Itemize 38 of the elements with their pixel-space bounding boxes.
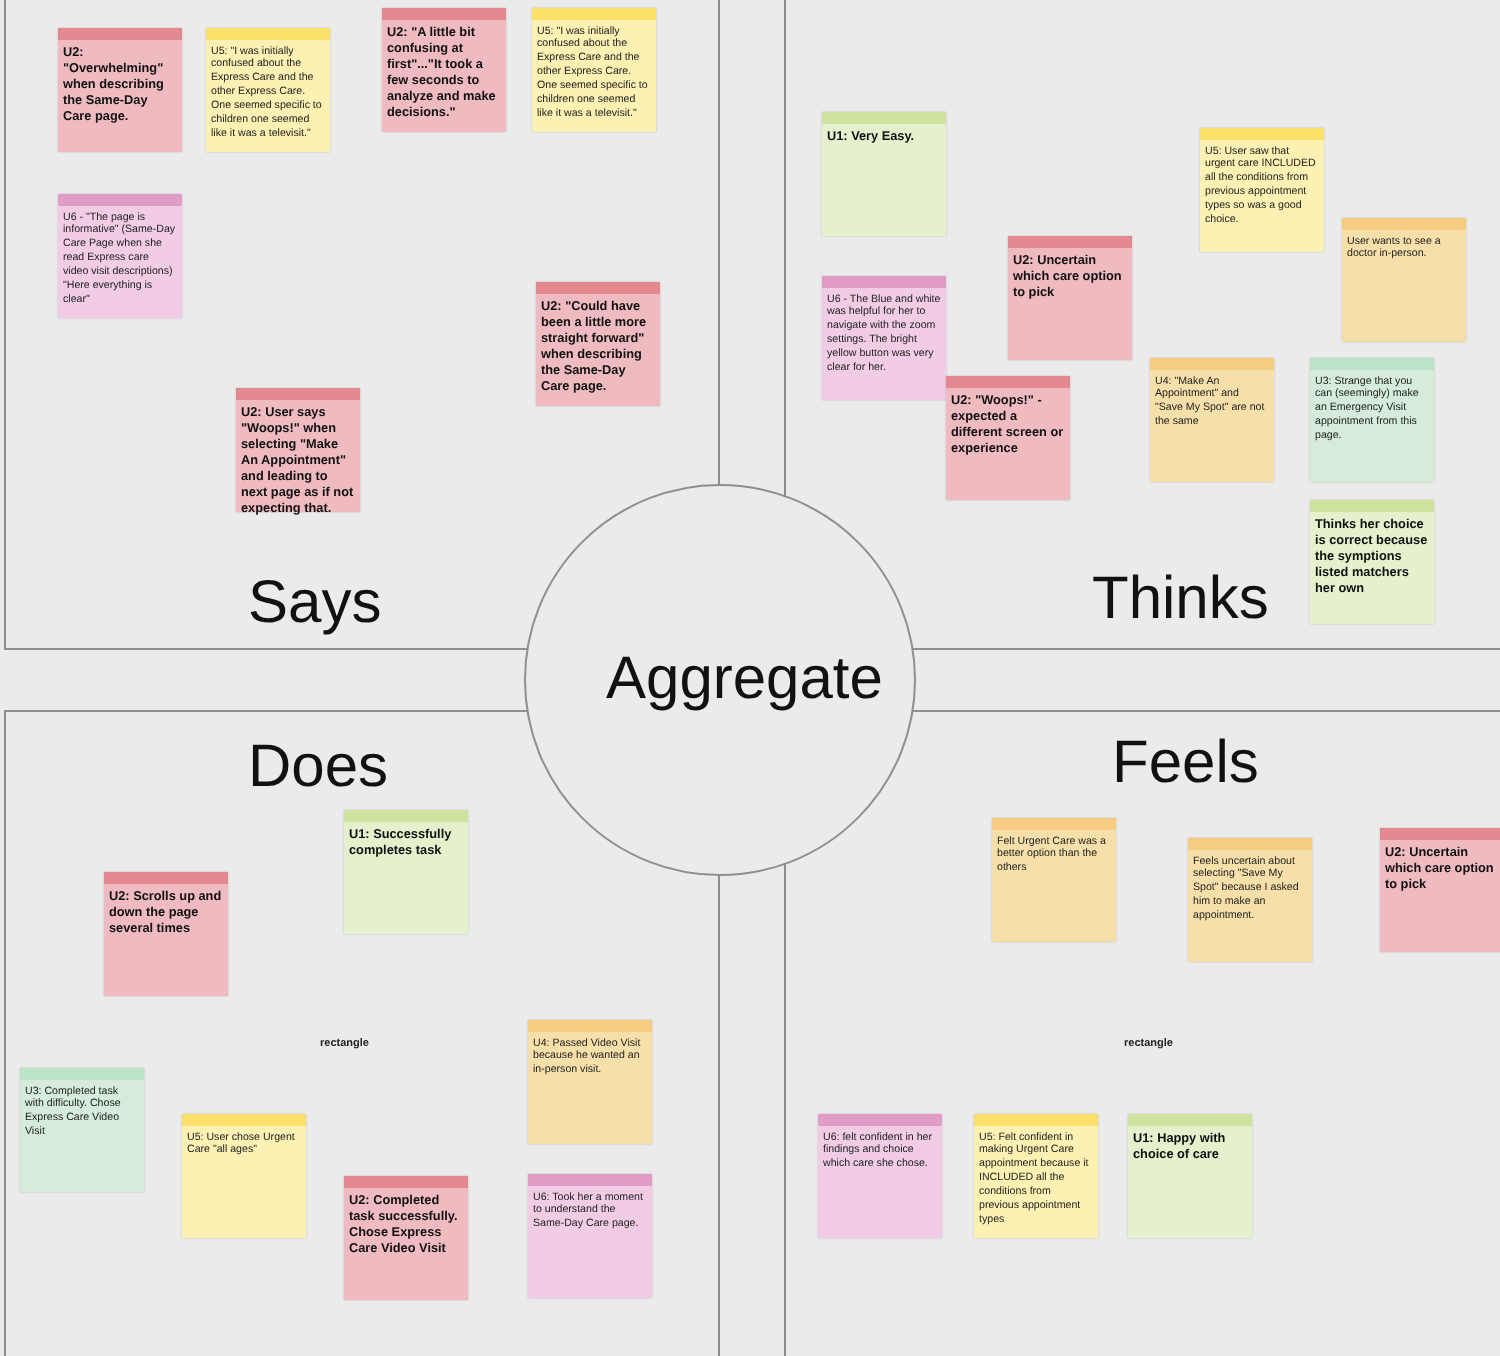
sticky-note bbox=[343, 809, 467, 933]
sticky-note bbox=[821, 111, 945, 235]
sticky-note bbox=[535, 281, 659, 405]
sticky-note bbox=[235, 387, 359, 511]
sticky-note bbox=[1187, 837, 1311, 961]
sticky-note bbox=[1007, 235, 1131, 359]
sticky-note bbox=[527, 1173, 651, 1297]
sticky-note bbox=[1341, 217, 1465, 341]
sticky-note bbox=[531, 7, 655, 131]
sticky-note bbox=[57, 27, 181, 151]
sticky-note bbox=[343, 1175, 467, 1299]
sticky-note bbox=[1309, 499, 1433, 623]
sticky-note bbox=[1127, 1113, 1251, 1237]
quadrant-panel bbox=[784, 0, 1500, 650]
sticky-note bbox=[19, 1067, 143, 1191]
sticky-note bbox=[1379, 827, 1500, 951]
sticky-note bbox=[57, 193, 181, 317]
sticky-note bbox=[181, 1113, 305, 1237]
sticky-note bbox=[1149, 357, 1273, 481]
quadrant-heading: Does bbox=[248, 738, 389, 798]
circle-label: Aggregate bbox=[606, 650, 883, 710]
sticky-note bbox=[1309, 357, 1433, 481]
sticky-note bbox=[821, 275, 945, 399]
sticky-note bbox=[991, 817, 1115, 941]
quadrant-heading: Feels bbox=[1112, 734, 1259, 794]
sticky-note bbox=[973, 1113, 1097, 1237]
quadrant-heading: Says bbox=[248, 574, 382, 634]
quadrant-panel bbox=[4, 710, 720, 1356]
quadrant-heading: Thinks bbox=[1092, 570, 1269, 630]
sticky-note bbox=[1199, 127, 1323, 251]
sticky-note bbox=[817, 1113, 941, 1237]
sticky-note bbox=[103, 871, 227, 995]
quadrant-panel bbox=[4, 0, 720, 650]
sticky-note bbox=[945, 375, 1069, 499]
quadrant-panel bbox=[784, 710, 1500, 1356]
sticky-note bbox=[205, 27, 329, 151]
sticky-note bbox=[527, 1019, 651, 1143]
sticky-note bbox=[381, 7, 505, 131]
